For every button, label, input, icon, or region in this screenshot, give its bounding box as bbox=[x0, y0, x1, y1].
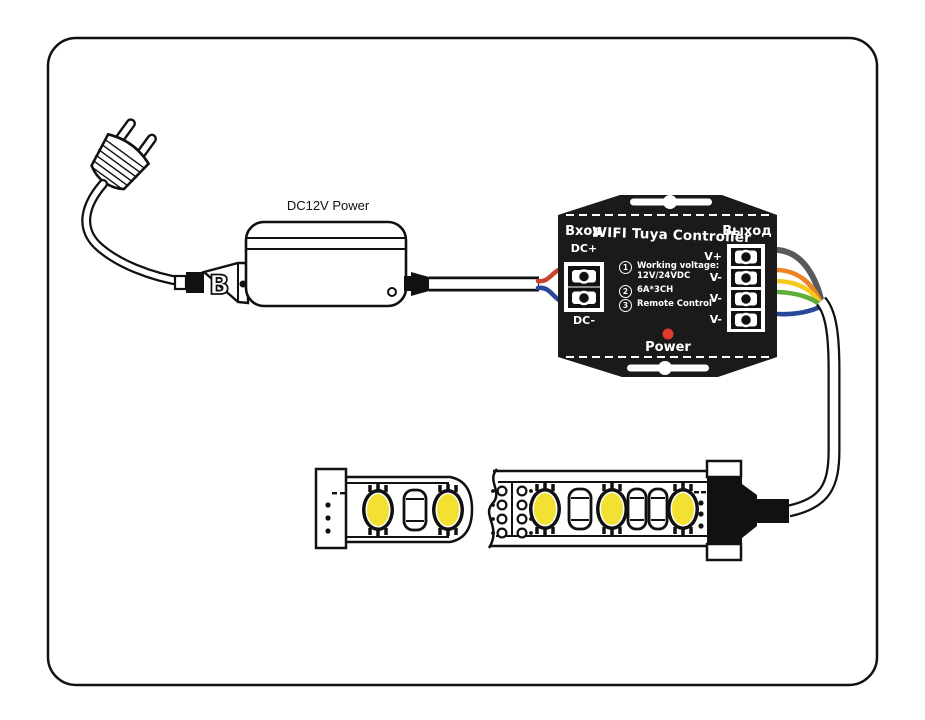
spec-text: 6A*3CH bbox=[637, 285, 674, 295]
adapter-label: DC12V Power bbox=[286, 198, 370, 213]
controller-body bbox=[558, 195, 777, 377]
spec-text: Working voltage: bbox=[637, 261, 720, 271]
terminal-label-v-plus: V+ bbox=[704, 250, 722, 263]
socket-mark: B bbox=[209, 270, 230, 301]
output-terminal-block bbox=[727, 244, 765, 332]
wire-gray bbox=[775, 247, 824, 302]
led-strip-section-2 bbox=[487, 468, 708, 549]
power-adapter bbox=[244, 220, 429, 308]
terminal-label-dc-minus: DC- bbox=[572, 314, 596, 327]
adapter-input-connector: B bbox=[173, 261, 250, 305]
strip-component bbox=[647, 487, 669, 531]
controller-output-label: Выход bbox=[722, 224, 772, 239]
spec-number-icon: 1 bbox=[619, 261, 632, 274]
led-chip bbox=[596, 483, 628, 535]
spec-text: 12V/24VDC bbox=[637, 271, 691, 281]
terminal-label-v-minus-3: V- bbox=[709, 313, 722, 326]
output-cable bbox=[787, 296, 841, 518]
power-indicator-label: Power bbox=[645, 340, 691, 355]
mount-slot-bottom bbox=[627, 361, 709, 375]
ac-cable bbox=[81, 179, 189, 287]
led-chip bbox=[432, 484, 464, 536]
connector-clip bbox=[705, 459, 743, 479]
wire-green bbox=[775, 289, 823, 308]
terminal-label-v-minus-2: V- bbox=[709, 292, 722, 305]
spec-item-3: 3 Remote Control bbox=[619, 299, 712, 312]
solder-pads bbox=[491, 483, 533, 539]
strip-connector bbox=[705, 459, 789, 562]
strip-component bbox=[402, 488, 428, 532]
spec-item-2: 2 6A*3CH bbox=[619, 285, 673, 298]
led-strip-section-1 bbox=[314, 467, 474, 550]
adapter-led-hole bbox=[387, 287, 397, 297]
terminal-label-v-minus-1: V- bbox=[709, 271, 722, 284]
strip-component bbox=[567, 487, 593, 531]
ac-plug bbox=[90, 118, 157, 191]
led-chip bbox=[529, 483, 561, 535]
led-chip bbox=[667, 483, 699, 535]
strip-marks bbox=[325, 492, 345, 534]
wire-blue bbox=[775, 304, 823, 317]
spec-number-icon: 3 bbox=[619, 299, 632, 312]
controller-input-label: Вход bbox=[565, 224, 603, 239]
strip-component bbox=[626, 487, 648, 531]
strip-end-cap bbox=[314, 467, 348, 550]
mount-slot-top bbox=[630, 195, 712, 209]
plug-hatching bbox=[90, 139, 144, 191]
wire-yellow bbox=[775, 278, 823, 306]
power-led bbox=[662, 328, 674, 340]
terminal-label-dc-plus: DC+ bbox=[570, 242, 598, 255]
input-terminal-block bbox=[564, 262, 604, 312]
output-wires bbox=[775, 247, 824, 317]
spec-item-1: 1 Working voltage: 12V/24VDC bbox=[619, 261, 719, 281]
controller bbox=[558, 195, 777, 377]
strip-marks bbox=[694, 491, 706, 529]
spec-number-icon: 2 bbox=[619, 285, 632, 298]
connector-clip bbox=[705, 542, 743, 562]
spec-text: Remote Control bbox=[637, 299, 712, 309]
led-chip bbox=[362, 484, 394, 536]
